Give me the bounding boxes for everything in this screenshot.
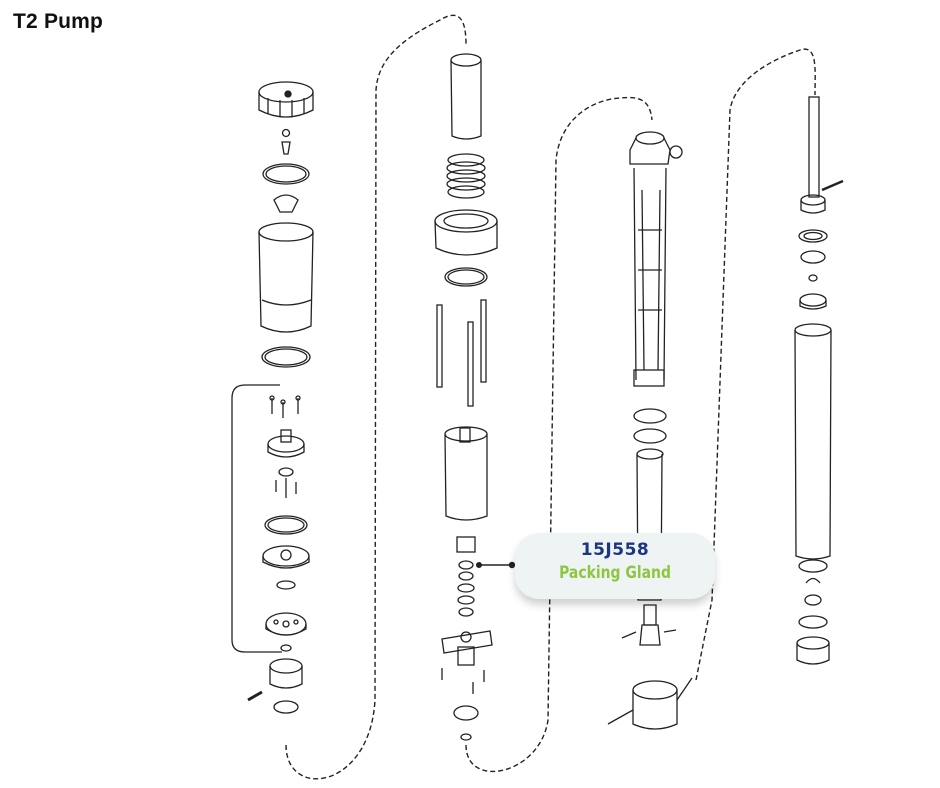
part-name-label: Packing Gland bbox=[559, 563, 671, 583]
column-4-parts bbox=[794, 96, 844, 665]
piston-top bbox=[800, 194, 826, 214]
o-ring bbox=[261, 346, 311, 368]
pin bbox=[821, 179, 844, 192]
small-fitting bbox=[281, 141, 291, 155]
pins bbox=[275, 478, 297, 498]
column-1-parts bbox=[231, 81, 314, 714]
cylinder bbox=[258, 222, 314, 333]
sleeve bbox=[444, 426, 488, 521]
o-ring bbox=[633, 408, 667, 424]
small-washer bbox=[278, 467, 294, 477]
rod-assembly bbox=[633, 167, 667, 381]
ball bbox=[804, 594, 822, 606]
nut bbox=[434, 209, 498, 256]
leader-dot-start bbox=[475, 561, 483, 569]
bolts bbox=[621, 629, 677, 639]
o-ring bbox=[453, 705, 479, 721]
housing bbox=[269, 658, 303, 689]
tube bbox=[450, 53, 482, 140]
pin bbox=[247, 690, 263, 702]
o-ring bbox=[264, 515, 308, 535]
o-ring bbox=[273, 700, 299, 714]
packing-gland-callout[interactable]: 15J558 Packing Gland bbox=[515, 533, 715, 599]
leader-dot-end bbox=[508, 561, 516, 569]
top-cap bbox=[258, 81, 314, 118]
intake-fitting bbox=[639, 604, 661, 646]
foot-valve bbox=[796, 636, 830, 665]
packing-gland-stack bbox=[456, 536, 476, 617]
part-number-label: 15J558 bbox=[580, 540, 650, 560]
piston-rod bbox=[636, 448, 664, 601]
o-ring bbox=[798, 615, 828, 629]
column-3-parts bbox=[607, 131, 693, 730]
spring bbox=[446, 153, 486, 199]
o-ring bbox=[633, 428, 667, 444]
foot-valve-body bbox=[441, 630, 493, 666]
o-ring bbox=[262, 163, 310, 185]
small-ball bbox=[281, 128, 291, 138]
seal bbox=[798, 229, 828, 243]
o-ring bbox=[798, 559, 828, 573]
valve bbox=[799, 293, 827, 310]
clip bbox=[805, 577, 821, 584]
dashed-connector-lines bbox=[285, 14, 816, 780]
bolts bbox=[441, 668, 485, 694]
seat bbox=[273, 194, 299, 213]
tie-rods bbox=[436, 299, 487, 407]
valve-plate bbox=[262, 545, 310, 569]
page-title: T2 Pump bbox=[13, 10, 104, 33]
manifold bbox=[267, 429, 305, 458]
plate bbox=[265, 612, 307, 636]
small-washer bbox=[276, 580, 296, 590]
cylinder bbox=[794, 323, 832, 560]
foot-valve bbox=[607, 677, 693, 730]
column-2-parts bbox=[434, 53, 516, 741]
screws bbox=[269, 395, 301, 418]
o-ring bbox=[800, 250, 826, 264]
bracket-line bbox=[231, 384, 282, 653]
o-ring bbox=[444, 267, 488, 287]
rod bbox=[808, 96, 820, 198]
pump-head bbox=[629, 131, 683, 165]
